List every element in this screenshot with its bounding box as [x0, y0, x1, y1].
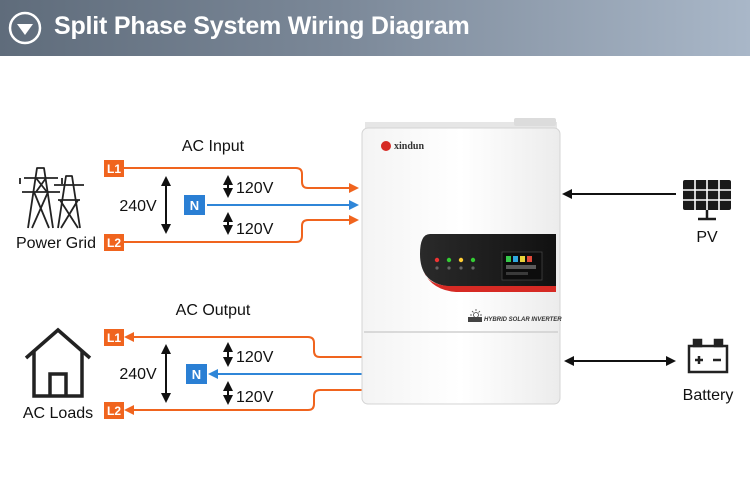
- output-n-tag: N: [186, 364, 207, 384]
- solar-panel-icon: [683, 180, 731, 221]
- power-tower-icon: [19, 167, 84, 229]
- svg-text:L1: L1: [107, 331, 121, 345]
- ac-loads-label: AC Loads: [23, 405, 93, 422]
- battery-icon: [687, 338, 729, 374]
- input-l1-wire: [124, 167, 359, 193]
- inverter-unit: xindun HYBRID SOLAR INVERTER: [361, 118, 562, 405]
- header-bar: Split Phase System Wiring Diagram: [0, 0, 750, 56]
- svg-text:L2: L2: [107, 236, 121, 250]
- output-l2-wire: [124, 389, 362, 415]
- chevron-down-circle-icon: [8, 11, 42, 45]
- power-grid-label: Power Grid: [16, 235, 96, 252]
- input-upper-voltage: 120V: [236, 180, 274, 197]
- battery-label: Battery: [683, 387, 734, 404]
- ac-output-title: AC Output: [176, 302, 251, 319]
- svg-text:N: N: [192, 367, 201, 382]
- input-n-tag: N: [184, 195, 205, 215]
- page-title: Split Phase System Wiring Diagram: [54, 12, 470, 40]
- output-l1-tag: L1: [104, 329, 124, 346]
- input-lower-voltage: 120V: [236, 221, 274, 238]
- ac-input-title: AC Input: [182, 138, 245, 155]
- house-icon: [24, 327, 92, 398]
- input-l2-tag: L2: [104, 234, 124, 251]
- input-total-voltage: 240V: [119, 198, 157, 215]
- output-lower-voltage: 120V: [236, 389, 274, 406]
- svg-text:N: N: [190, 198, 199, 213]
- input-l1-tag: L1: [104, 160, 124, 177]
- output-l1-wire: [124, 332, 362, 358]
- output-total-voltage: 240V: [119, 366, 157, 383]
- svg-text:L2: L2: [107, 404, 121, 418]
- svg-text:L1: L1: [107, 162, 121, 176]
- output-l2-tag: L2: [104, 402, 124, 419]
- input-l2-wire: [124, 215, 359, 243]
- inverter-model: HYBRID SOLAR INVERTER: [484, 317, 562, 323]
- inverter-brand: xindun: [394, 141, 424, 152]
- output-upper-voltage: 120V: [236, 349, 274, 366]
- pv-label: PV: [696, 229, 718, 246]
